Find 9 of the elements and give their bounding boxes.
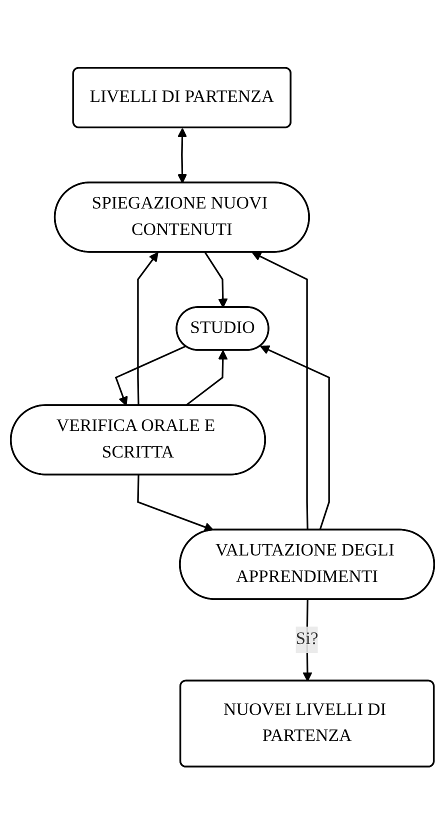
- arrow: [204, 252, 228, 308]
- arrow: [177, 128, 188, 184]
- arrow: [137, 474, 214, 532]
- arrow: [114, 345, 186, 406]
- flowchart: Si? LIVELLI DI PARTENZA SPIEGAZIONE NUOVI CONTENUTI STUDIO VERIFICA ORALE E SCRITTA VALUTAZIONE DEGLI APPRENDIMENTI NUOVEI LIVELLI DI PARTENZA: [2, 58, 443, 776]
- arrow: [252, 252, 308, 530]
- arrow: [260, 345, 330, 530]
- arrow: [185, 350, 228, 406]
- arrow: [137, 252, 158, 406]
